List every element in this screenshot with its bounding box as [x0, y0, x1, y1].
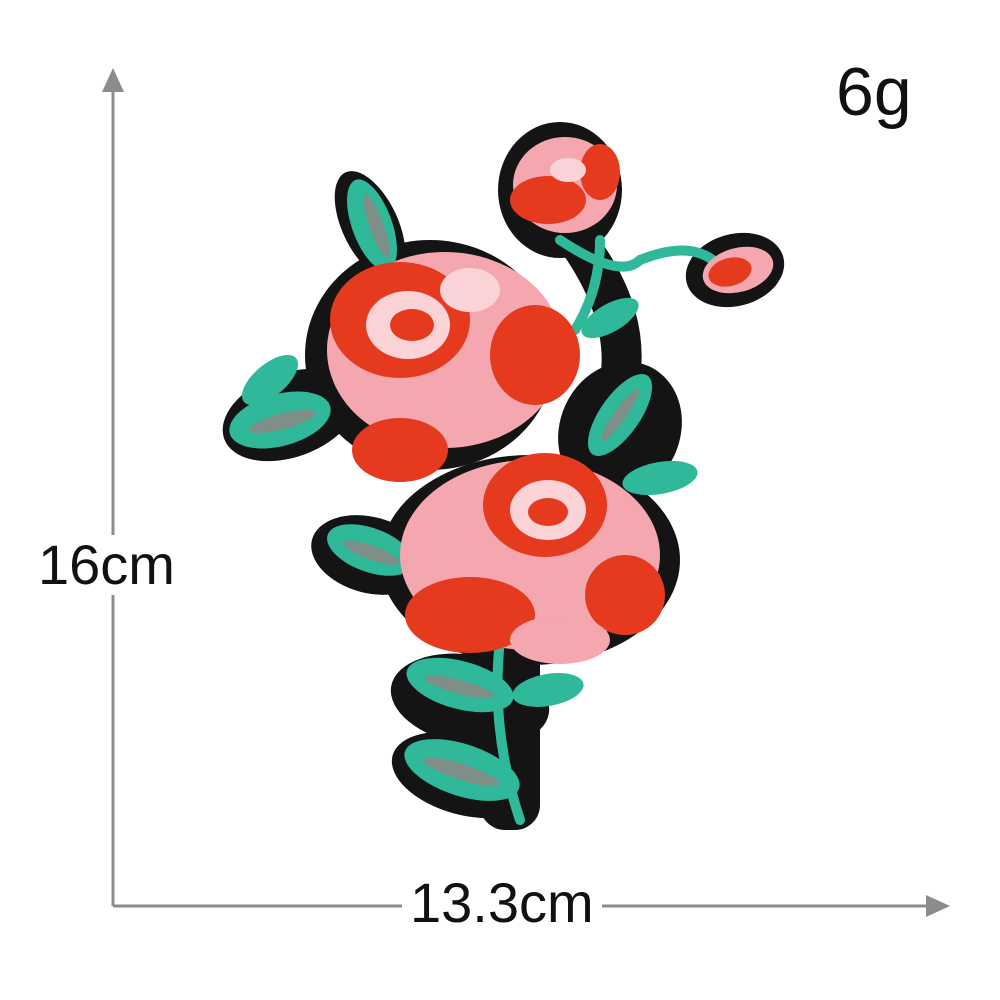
- lower-rose: [400, 453, 665, 664]
- width-dimension-label: 13.3cm: [402, 873, 602, 933]
- weight-label: 6g: [836, 54, 912, 130]
- vertical-axis-arrowhead: [102, 68, 124, 92]
- rose-leaves: [229, 179, 698, 801]
- height-dimension-label: 16cm: [38, 533, 175, 596]
- upper-rose: [327, 252, 580, 482]
- rose-patch: [222, 122, 785, 830]
- horizontal-axis-arrowhead: [926, 895, 950, 917]
- side-rose-bud: [702, 246, 774, 294]
- top-rose-bud: [510, 137, 620, 233]
- rose-stems: [492, 235, 720, 825]
